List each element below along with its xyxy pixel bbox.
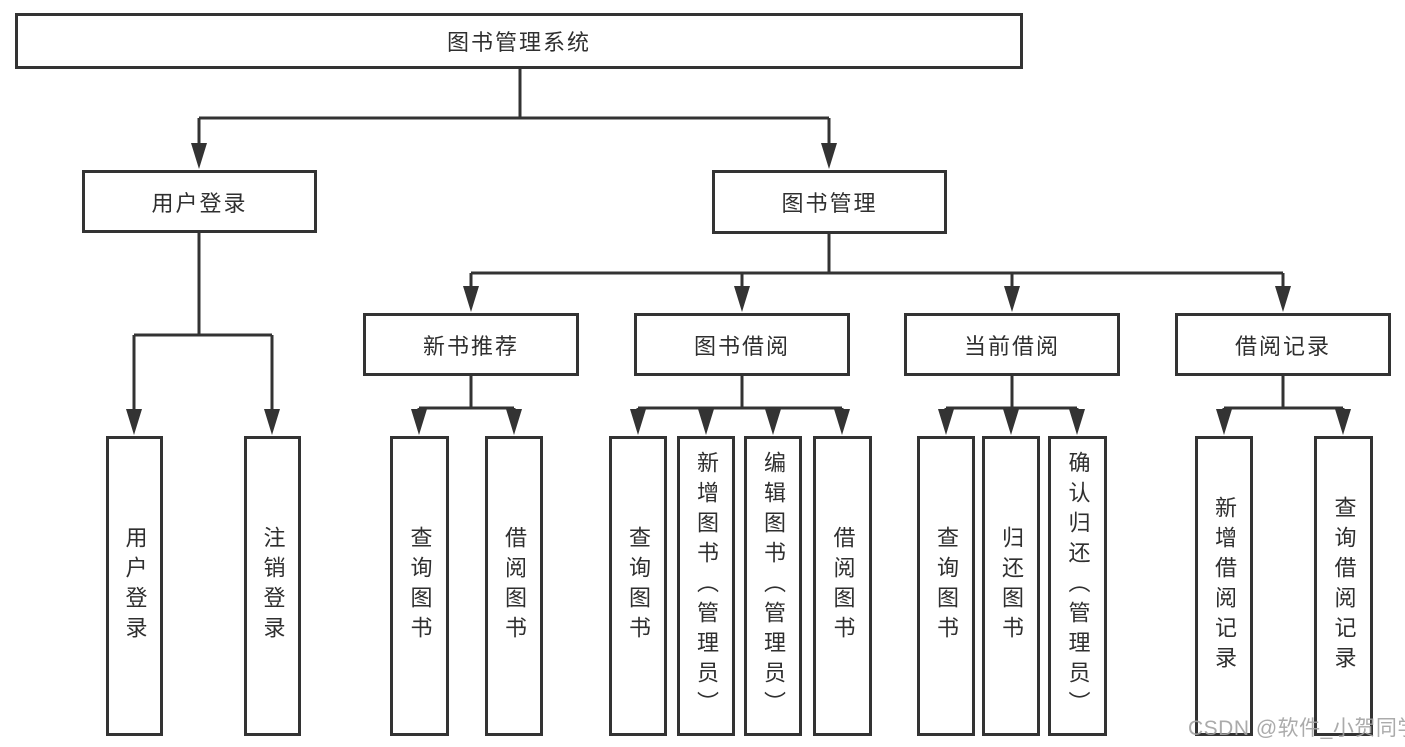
node-label: 图书借阅 — [693, 333, 790, 359]
node-label: 图书管理系统 — [446, 30, 591, 55]
node-label: 图书管理 — [781, 191, 878, 216]
arrowheads — [126, 143, 1351, 435]
node-book-borrow: 图书借阅 — [634, 313, 850, 376]
node-leaf-borrow-books-2: 借阅图书 — [813, 436, 872, 736]
node-leaf-query-books-3: 查询图书 — [917, 436, 975, 736]
node-leaf-add-books-admin: 新增图书（管理员） — [677, 436, 735, 736]
node-label: 借阅图书 — [502, 526, 527, 646]
node-leaf-confirm-return-admin: 确认归还（管理员） — [1048, 436, 1107, 736]
node-label: 查询图书 — [626, 526, 651, 646]
node-label: 注销登录 — [260, 526, 286, 646]
node-label: 查询借阅记录 — [1331, 496, 1357, 676]
node-current-borrow: 当前借阅 — [904, 313, 1120, 376]
node-label: 新增借阅记录 — [1212, 496, 1237, 676]
node-leaf-user-login: 用户登录 — [106, 436, 163, 736]
node-leaf-logout: 注销登录 — [244, 436, 301, 736]
node-label: 归还图书 — [999, 526, 1024, 646]
node-label: 借阅图书 — [830, 526, 856, 646]
node-label: 查询图书 — [407, 526, 433, 646]
node-label: 确认归还（管理员） — [1065, 451, 1091, 721]
node-leaf-add-borrow-record: 新增借阅记录 — [1195, 436, 1253, 736]
node-borrow-records: 借阅记录 — [1175, 313, 1391, 376]
node-label: 编辑图书（管理员） — [761, 451, 786, 721]
node-label: 借阅记录 — [1234, 333, 1331, 359]
node-label: 查询图书 — [934, 526, 959, 646]
node-leaf-query-books-2: 查询图书 — [609, 436, 667, 736]
node-leaf-edit-books-admin: 编辑图书（管理员） — [744, 436, 802, 736]
watermark-text: CSDN @软件_小贺同学 — [1188, 717, 1405, 740]
node-new-book-recommend: 新书推荐 — [363, 313, 579, 376]
node-label: 新增图书（管理员） — [694, 451, 719, 721]
node-root-system: 图书管理系统 — [15, 13, 1023, 69]
node-leaf-return-books: 归还图书 — [982, 436, 1040, 736]
node-leaf-query-borrow-record: 查询借阅记录 — [1314, 436, 1373, 736]
node-label: 新书推荐 — [422, 333, 519, 359]
node-book-management-branch: 图书管理 — [712, 170, 947, 234]
node-label: 用户登录 — [122, 526, 148, 646]
node-label: 当前借阅 — [963, 333, 1060, 359]
node-label: 用户登录 — [151, 190, 248, 216]
node-leaf-query-books-1: 查询图书 — [390, 436, 449, 736]
node-leaf-borrow-books-1: 借阅图书 — [485, 436, 543, 736]
node-user-login-branch: 用户登录 — [82, 170, 317, 233]
